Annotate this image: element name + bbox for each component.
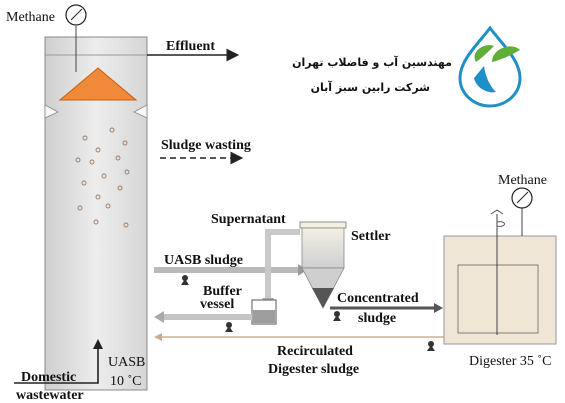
- pump-uasb-sludge: [181, 275, 189, 285]
- uasb-temp-label: 10 ˚C: [110, 374, 142, 389]
- settler-tank: [299, 221, 347, 309]
- logo-line-2: شرکت رابین سبز آبان: [311, 80, 430, 94]
- uasb-label: UASB: [108, 355, 145, 370]
- inlet-arrowhead: [93, 339, 103, 349]
- pump-recirculated: [427, 341, 435, 351]
- company-logo: [458, 25, 522, 108]
- wastewater-label: wastewater: [16, 388, 84, 403]
- effluent-label: Effluent: [166, 39, 215, 54]
- logo-line-1: مهندسین آب و فاضلاب تهران: [292, 55, 452, 69]
- settler-label: Settler: [351, 229, 391, 244]
- domestic-label: Domestic: [21, 370, 76, 385]
- methane-gauge-right: [511, 187, 533, 236]
- sludge-wasting-label: Sludge wasting: [161, 138, 251, 153]
- buffer-return-arrowhead: [154, 311, 164, 323]
- digester-sludge-label: Digester sludge: [268, 362, 359, 377]
- recirculated-arrowhead: [154, 333, 162, 341]
- methane-gauge-top: [65, 4, 87, 72]
- baffle-right: [133, 104, 148, 119]
- uasb-sludge-label: UASB sludge: [164, 253, 243, 268]
- recirculated-label: Recirculated: [277, 344, 353, 359]
- supernatant-pipe: [265, 229, 300, 300]
- buffer-vessel: [251, 299, 277, 325]
- supernatant-label: Supernatant: [211, 212, 286, 227]
- methane-top-label: Methane: [6, 10, 55, 25]
- inlet-pipe: [14, 346, 99, 384]
- methane-right-label: Methane: [498, 173, 547, 188]
- uasb-reactor: [44, 36, 148, 391]
- pump-concentrated: [333, 311, 341, 321]
- uasb-sludge-arrowhead: [298, 264, 307, 276]
- sludge-granules: [75, 127, 130, 228]
- sludge-label: sludge: [358, 311, 396, 326]
- vessel-label: vessel: [200, 297, 234, 312]
- pump-buffer: [225, 322, 233, 332]
- baffle-left: [44, 104, 59, 119]
- concentrated-label: Concentrated: [337, 291, 419, 306]
- buffer-label: Buffer: [203, 284, 242, 299]
- digester-tank: [443, 209, 557, 345]
- gas-hood: [58, 67, 138, 101]
- concentrated-sludge-arrowhead: [434, 303, 443, 313]
- digester-label: Digester 35 ˚C: [469, 354, 551, 369]
